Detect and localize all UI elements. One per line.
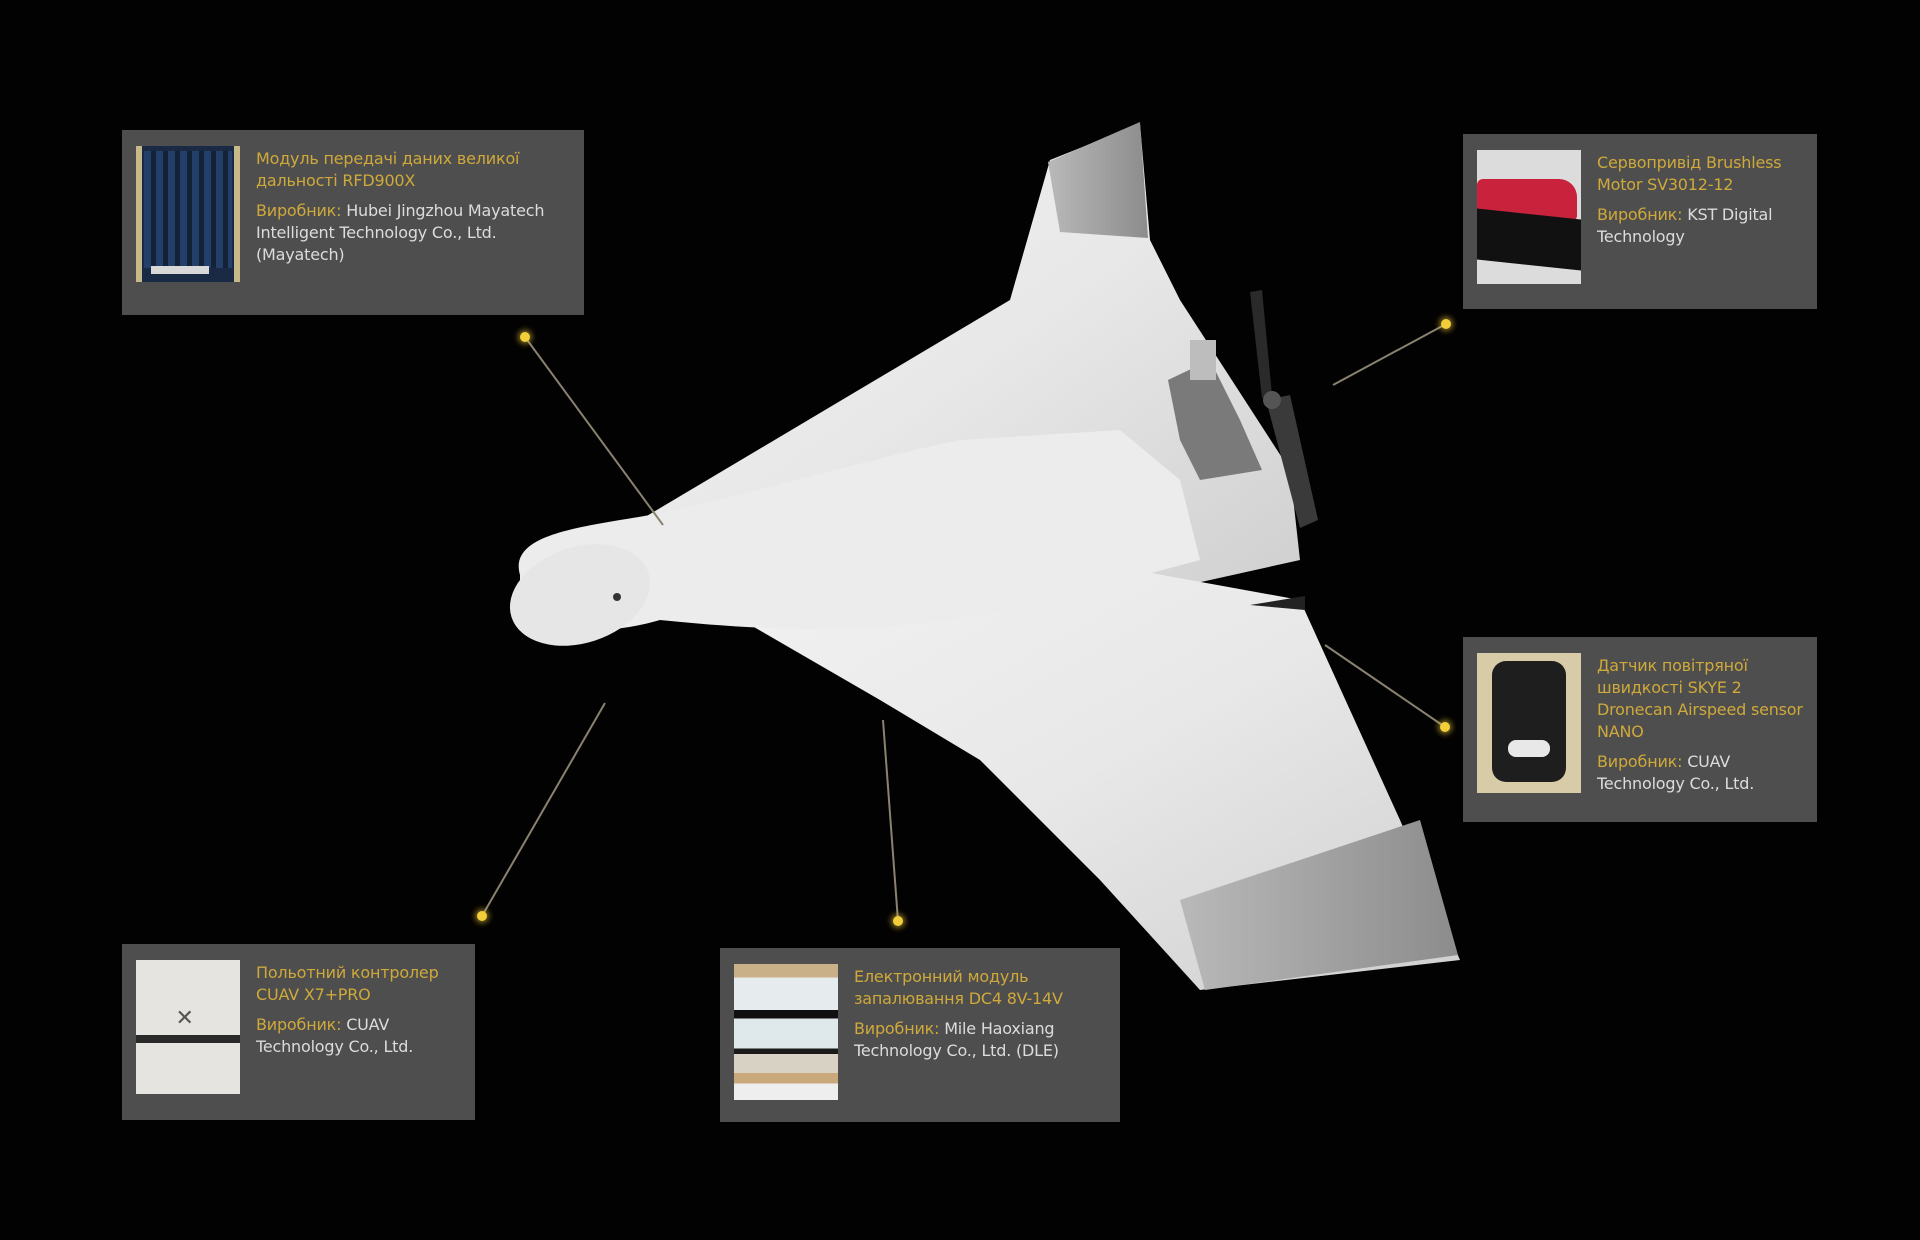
- callout-airspeed: Датчик повітряної швидкості SKYE 2 Drone…: [1463, 637, 1817, 822]
- leader-dot-airspeed: [1440, 722, 1450, 732]
- manufacturer-name: Mile Haoxiang Technology Co., Ltd. (DLE): [854, 1019, 1059, 1060]
- manufacturer-label: Виробник:: [1597, 205, 1683, 224]
- manufacturer-label: Виробник:: [256, 1015, 342, 1034]
- callout-manufacturer: Виробник: Mile Haoxiang Technology Co., …: [854, 1018, 1106, 1062]
- leader-line-flight-controller: [481, 702, 606, 917]
- servo-motor-image: [1477, 150, 1581, 284]
- manufacturer-label: Виробник:: [1597, 752, 1683, 771]
- nose: [509, 544, 651, 646]
- leader-dot-flight-controller: [477, 911, 487, 921]
- engine-cylinder: [1190, 340, 1216, 380]
- aileron-slot: [1250, 596, 1305, 610]
- callout-title: Модуль передачі даних великої дальності …: [256, 149, 520, 190]
- manufacturer-name: KST Digital Technology: [1597, 205, 1773, 246]
- lower-winglet: [1180, 820, 1458, 990]
- engine-mount: [1168, 360, 1262, 480]
- callout-title: Польотний контролер CUAV X7+PRO: [256, 963, 439, 1004]
- manufacturer-name: CUAV Technology Co., Ltd.: [1597, 752, 1755, 793]
- callout-flight-controller: Польотний контролер CUAV X7+PRO Виробник…: [122, 944, 475, 1120]
- callout-servo: Сервопривід Brushless Motor SV3012-12 Ви…: [1463, 134, 1817, 309]
- callout-datalink: Модуль передачі даних великої дальності …: [122, 130, 584, 315]
- leader-line-datalink: [524, 336, 664, 526]
- ignition-module-image: [734, 964, 838, 1100]
- propeller-hub: [1263, 391, 1281, 409]
- leader-line-airspeed: [1324, 644, 1446, 728]
- leader-line-servo: [1332, 323, 1447, 386]
- manufacturer-name: Hubei Jingzhou Mayatech Intelligent Tech…: [256, 201, 545, 264]
- propeller-blade-bottom: [1266, 395, 1318, 528]
- callout-title: Датчик повітряної швидкості SKYE 2 Drone…: [1597, 656, 1803, 741]
- manufacturer-label: Виробник:: [854, 1019, 940, 1038]
- leader-dot-datalink: [520, 332, 530, 342]
- callout-manufacturer: Виробник: KST Digital Technology: [1597, 204, 1803, 248]
- nose-marker: [613, 593, 621, 601]
- leader-line-ignition: [882, 719, 899, 922]
- callout-ignition: Електронний модуль запалювання DC4 8V-14…: [720, 948, 1120, 1122]
- callout-title: Електронний модуль запалювання DC4 8V-14…: [854, 967, 1063, 1008]
- callout-manufacturer: Виробник: CUAV Technology Co., Ltd.: [256, 1014, 461, 1058]
- flight-controller-image: [136, 960, 240, 1094]
- callout-manufacturer: Виробник: Hubei Jingzhou Mayatech Intell…: [256, 200, 570, 266]
- upper-winglet: [1048, 122, 1148, 238]
- leader-dot-servo: [1441, 319, 1451, 329]
- callout-manufacturer: Виробник: CUAV Technology Co., Ltd.: [1597, 751, 1803, 795]
- fuselage: [518, 430, 1200, 631]
- manufacturer-name: CUAV Technology Co., Ltd.: [256, 1015, 414, 1056]
- airspeed-sensor-image: [1477, 653, 1581, 793]
- radio-module-image: [136, 146, 240, 282]
- manufacturer-label: Виробник:: [256, 201, 342, 220]
- callout-title: Сервопривід Brushless Motor SV3012-12: [1597, 153, 1782, 194]
- leader-lines: [481, 323, 1447, 922]
- leader-dot-ignition: [893, 916, 903, 926]
- propeller-blade-top: [1250, 290, 1272, 398]
